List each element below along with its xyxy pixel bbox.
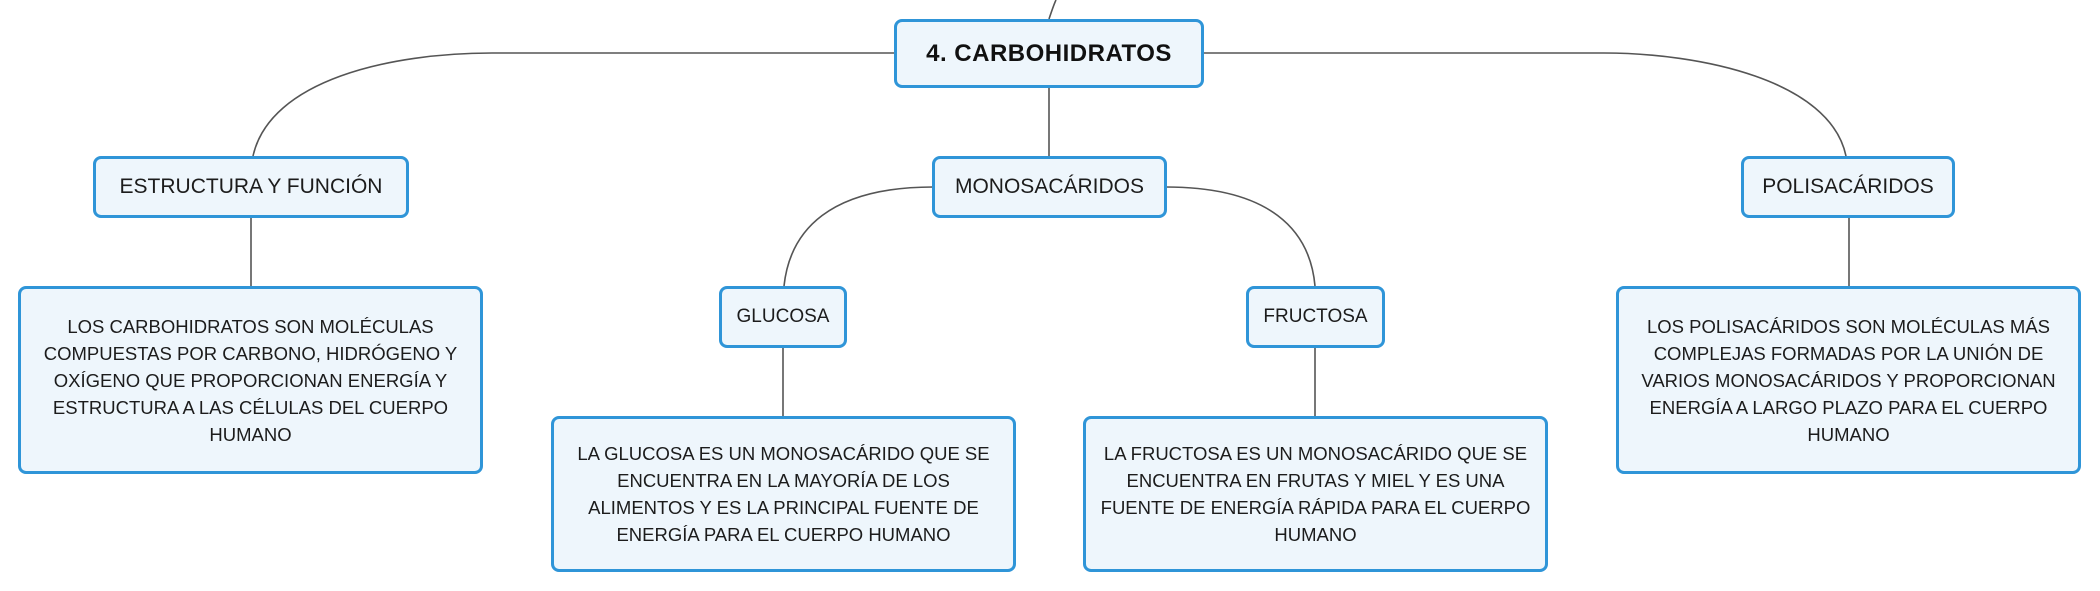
connector-monosacaridos-glucosa — [783, 186, 934, 287]
topic-node-estructura[interactable]: ESTRUCTURA Y FUNCIÓN — [93, 156, 409, 218]
description-node-glucosa[interactable]: LA GLUCOSA ES UN MONOSACÁRIDO QUE SE ENC… — [551, 416, 1016, 572]
topic-node-monosacaridos[interactable]: MONOSACÁRIDOS — [932, 156, 1167, 218]
root-node-label: 4. CARBOHIDRATOS — [926, 39, 1172, 67]
description-text: LA GLUCOSA ES UN MONOSACÁRIDO QUE SE ENC… — [577, 443, 990, 545]
description-text: LOS POLISACÁRIDOS SON MOLÉCULAS MÁS COMP… — [1641, 315, 2056, 445]
connector-monosacaridos-fructosa — [1165, 186, 1316, 287]
subtopic-node-glucosa[interactable]: GLUCOSA — [719, 286, 847, 348]
description-text: LOS CARBOHIDRATOS SON MOLÉCULAS COMPUEST… — [43, 315, 458, 445]
connector-root-estructura — [252, 52, 894, 157]
connector-root-polisacaridos — [1204, 52, 1847, 157]
topic-node-polisacaridos[interactable]: POLISACÁRIDOS — [1741, 156, 1955, 218]
subtopic-node-label: FRUCTOSA — [1263, 306, 1368, 327]
description-node-estructura[interactable]: LOS CARBOHIDRATOS SON MOLÉCULAS COMPUEST… — [18, 286, 483, 474]
root-node[interactable]: 4. CARBOHIDRATOS — [894, 19, 1204, 88]
description-node-polisacaridos[interactable]: LOS POLISACÁRIDOS SON MOLÉCULAS MÁS COMP… — [1616, 286, 2081, 474]
subtopic-node-label: GLUCOSA — [736, 306, 830, 327]
topic-node-label: ESTRUCTURA Y FUNCIÓN — [119, 175, 383, 198]
connector-incoming-root — [1048, 0, 1057, 20]
description-node-fructosa[interactable]: LA FRUCTOSA ES UN MONOSACÁRIDO QUE SE EN… — [1083, 416, 1548, 572]
description-text: LA FRUCTOSA ES UN MONOSACÁRIDO QUE SE EN… — [1100, 443, 1531, 545]
subtopic-node-fructosa[interactable]: FRUCTOSA — [1246, 286, 1385, 348]
topic-node-label: MONOSACÁRIDOS — [954, 175, 1145, 198]
topic-node-label: POLISACÁRIDOS — [1762, 175, 1934, 198]
